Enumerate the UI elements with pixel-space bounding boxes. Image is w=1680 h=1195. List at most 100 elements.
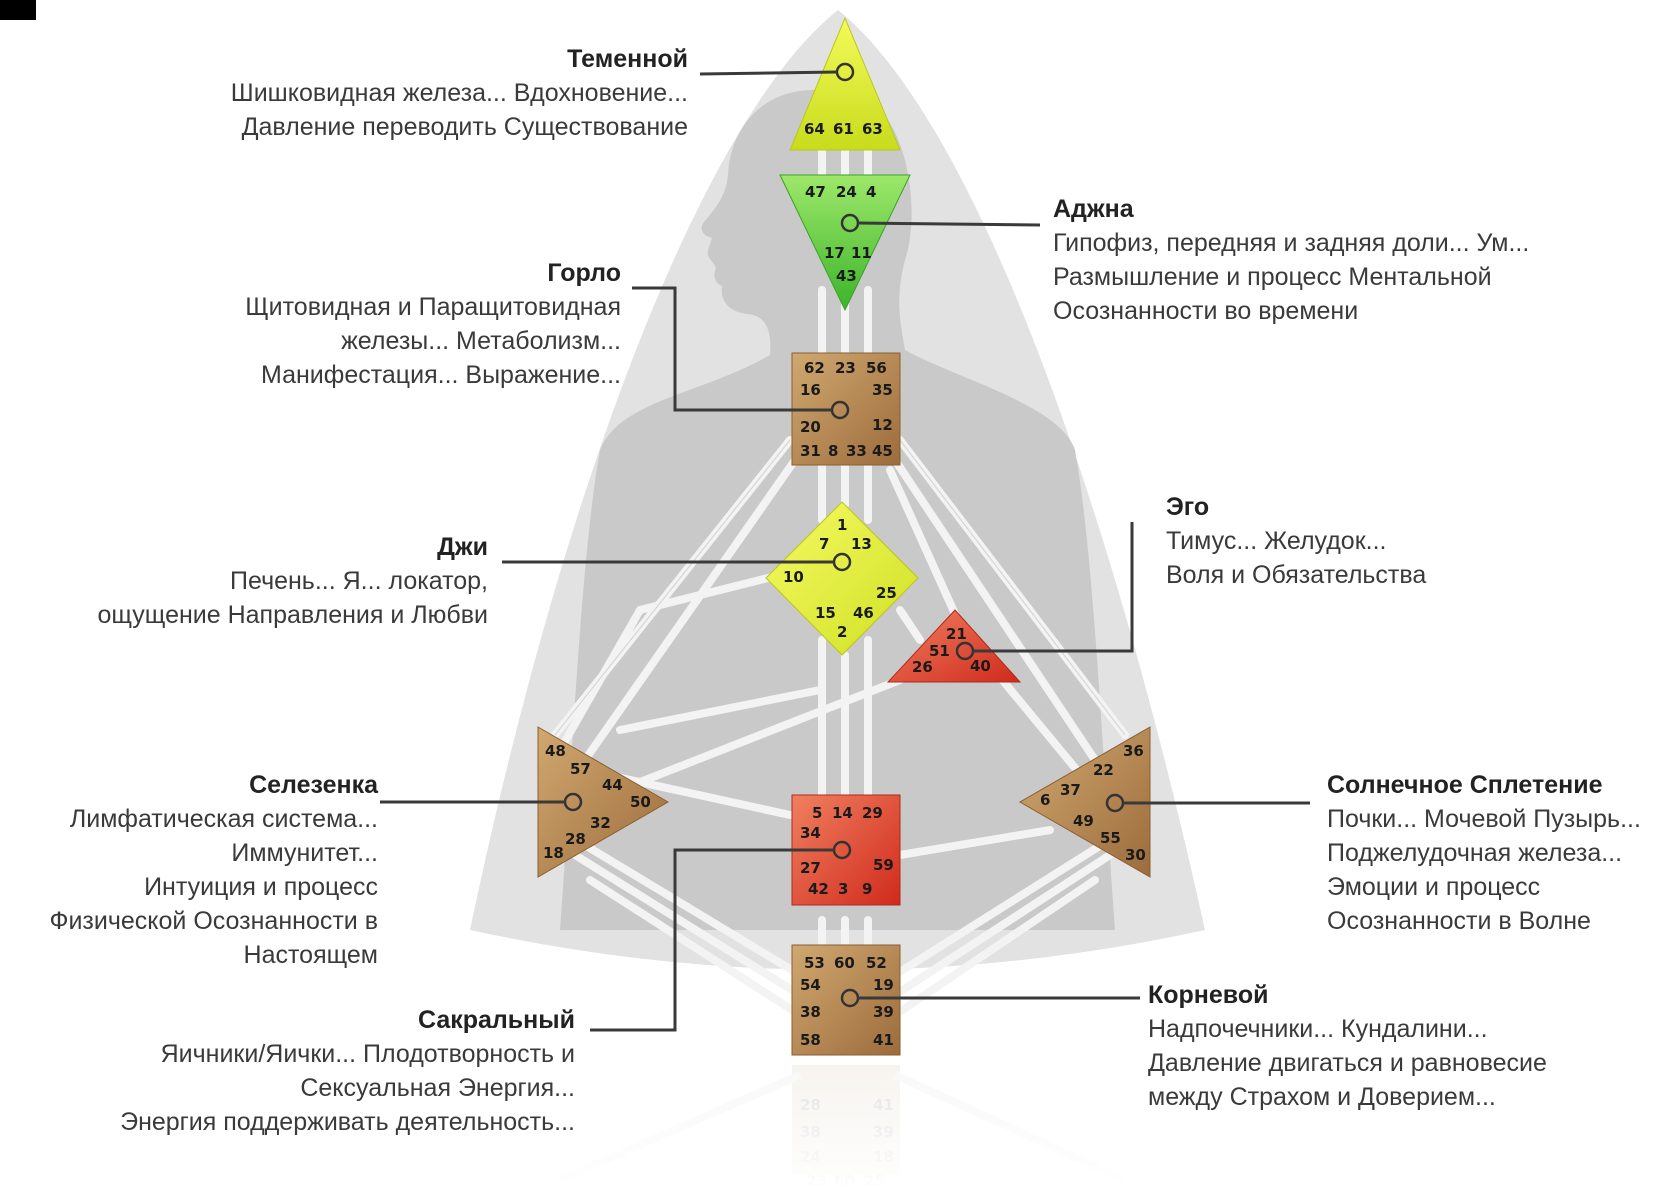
label-root: Корневой Надпочечники... Кундалини... Да… — [1148, 978, 1547, 1114]
sacral-line: Энергия поддерживать деятельность... — [120, 1108, 575, 1136]
gate-label: 28 — [565, 830, 586, 848]
gate-label: 8 — [828, 442, 838, 460]
gate-label: 60 — [834, 954, 855, 972]
gate-label: 19 — [873, 976, 894, 994]
gate-label: 32 — [590, 814, 611, 832]
gate-label: 50 — [630, 793, 651, 811]
gate-label: 13 — [851, 535, 872, 553]
crown-line: Давление переводить Существование — [241, 113, 688, 141]
g-title: Джи — [437, 533, 488, 561]
gate-label: 12 — [872, 416, 893, 434]
gate-label: 54 — [800, 976, 821, 994]
g-line: Печень... Я... локатор, — [230, 567, 488, 595]
gate-label: 58 — [800, 1031, 821, 1049]
gate-label: 25 — [876, 584, 897, 602]
label-g: Джи Печень... Я... локатор, ощущение Нап… — [98, 530, 488, 632]
gate-label: 10 — [783, 568, 804, 586]
gate-label: 21 — [946, 625, 967, 643]
gate-label: 11 — [851, 244, 872, 262]
label-spleen: Селезенка Лимфатическая система... Иммун… — [49, 768, 378, 972]
gate-label: 40 — [970, 657, 991, 675]
gate-label: 47 — [805, 183, 826, 201]
gate-label: 3 — [838, 880, 848, 898]
spleen-line: Настоящем — [243, 941, 378, 969]
gate-label: 55 — [1100, 829, 1121, 847]
sacral-title: Сакральный — [417, 1006, 575, 1034]
gate-label: 20 — [800, 418, 821, 436]
spleen-line: Интуиция и процесс — [144, 873, 378, 901]
gate-label: 59 — [873, 856, 894, 874]
gate-label: 31 — [800, 442, 821, 460]
throat-title: Горло — [547, 259, 621, 287]
gate-label: 42 — [808, 880, 829, 898]
sacral-line: Сексуальная Энергия... — [300, 1074, 575, 1102]
gate-label: 52 — [866, 954, 887, 972]
sacral-line: Яичники/Яички... Плодотворность и — [160, 1040, 575, 1068]
spleen-line: Иммунитет... — [231, 839, 378, 867]
ajna-line: Осознанности во времени — [1053, 297, 1359, 325]
gate-label: 44 — [602, 776, 623, 794]
solar-line: Эмоции и процесс — [1327, 873, 1541, 901]
label-sacral: Сакральный Яичники/Яички... Плодотворнос… — [120, 1003, 575, 1139]
spleen-title: Селезенка — [249, 771, 378, 799]
throat-line: железы... Метаболизм... — [341, 327, 621, 355]
gate-label: 4 — [866, 183, 876, 201]
gate-label: 46 — [853, 604, 874, 622]
solar-line: Почки... Мочевой Пузырь... — [1327, 805, 1641, 833]
root-line: Надпочечники... Кундалини... — [1148, 1015, 1488, 1043]
gate-label: 51 — [929, 642, 950, 660]
center-solar-plexus[interactable]: 36 22 37 6 49 55 30 — [1018, 726, 1151, 878]
ajna-line: Размышление и процесс Ментальной — [1053, 263, 1492, 291]
label-ajna: Аджна Гипофиз, передняя и задняя доли...… — [1053, 192, 1529, 328]
gate-label: 17 — [824, 244, 845, 262]
gate-label: 5 — [812, 804, 822, 822]
ajna-title: Аджна — [1053, 195, 1134, 223]
gate-label: 7 — [819, 535, 829, 553]
gate-label: 18 — [543, 844, 564, 862]
gate-label: 57 — [570, 760, 591, 778]
throat-line: Щитовидная и Паращитовидная — [245, 293, 621, 321]
center-root[interactable]: 53 60 52 54 19 38 39 58 41 — [791, 944, 901, 1056]
gate-label: 6 — [1040, 791, 1050, 809]
gate-label: 23 — [835, 359, 856, 377]
g-line: ощущение Направления и Любви — [97, 601, 488, 629]
gate-label: 30 — [1125, 846, 1146, 864]
center-ego[interactable]: 21 51 26 40 — [886, 609, 1022, 683]
spleen-line: Физической Осознанности в — [49, 907, 378, 935]
gate-label: 53 — [804, 954, 825, 972]
gate-label: 37 — [1060, 781, 1081, 799]
root-title: Корневой — [1148, 981, 1269, 1009]
gate-label: 49 — [1073, 812, 1094, 830]
leader-lines — [380, 70, 1310, 1032]
gate-label: 39 — [873, 1003, 894, 1021]
solar-title: Солнечное Сплетение — [1327, 771, 1603, 799]
gate-label: 38 — [800, 1003, 821, 1021]
throat-line: Манифестация... Выражение... — [260, 361, 621, 389]
gate-label: 33 — [846, 442, 867, 460]
channel-outlines — [554, 439, 1126, 736]
center-ajna[interactable]: 47 24 4 17 11 43 — [779, 174, 911, 312]
corner-mark — [0, 0, 36, 20]
gate-label: 34 — [800, 824, 821, 842]
gate-label: 16 — [800, 381, 821, 399]
spleen-line: Лимфатическая система... — [69, 805, 378, 833]
ajna-line: Гипофиз, передняя и задняя доли... Ум... — [1053, 229, 1530, 257]
gate-label: 29 — [862, 804, 883, 822]
gate-label: 43 — [836, 267, 857, 285]
gate-label: 26 — [912, 658, 933, 676]
gate-label: 36 — [1123, 742, 1144, 760]
gate-label: 56 — [866, 359, 887, 377]
gate-label: 63 — [862, 120, 883, 138]
label-solar-plexus: Солнечное Сплетение Почки... Мочевой Пуз… — [1327, 768, 1641, 938]
gate-label: 22 — [1093, 761, 1114, 779]
ego-line: Тимус... Желудок... — [1166, 527, 1387, 555]
center-g[interactable]: 1 7 13 10 25 15 46 2 — [765, 501, 919, 656]
channels — [551, 136, 1129, 1019]
gate-label: 1 — [837, 516, 847, 534]
gate-label: 48 — [545, 742, 566, 760]
crown-title: Теменной — [567, 45, 688, 73]
gate-label: 61 — [833, 120, 854, 138]
gate-label: 9 — [862, 880, 872, 898]
ego-title: Эго — [1166, 493, 1210, 521]
